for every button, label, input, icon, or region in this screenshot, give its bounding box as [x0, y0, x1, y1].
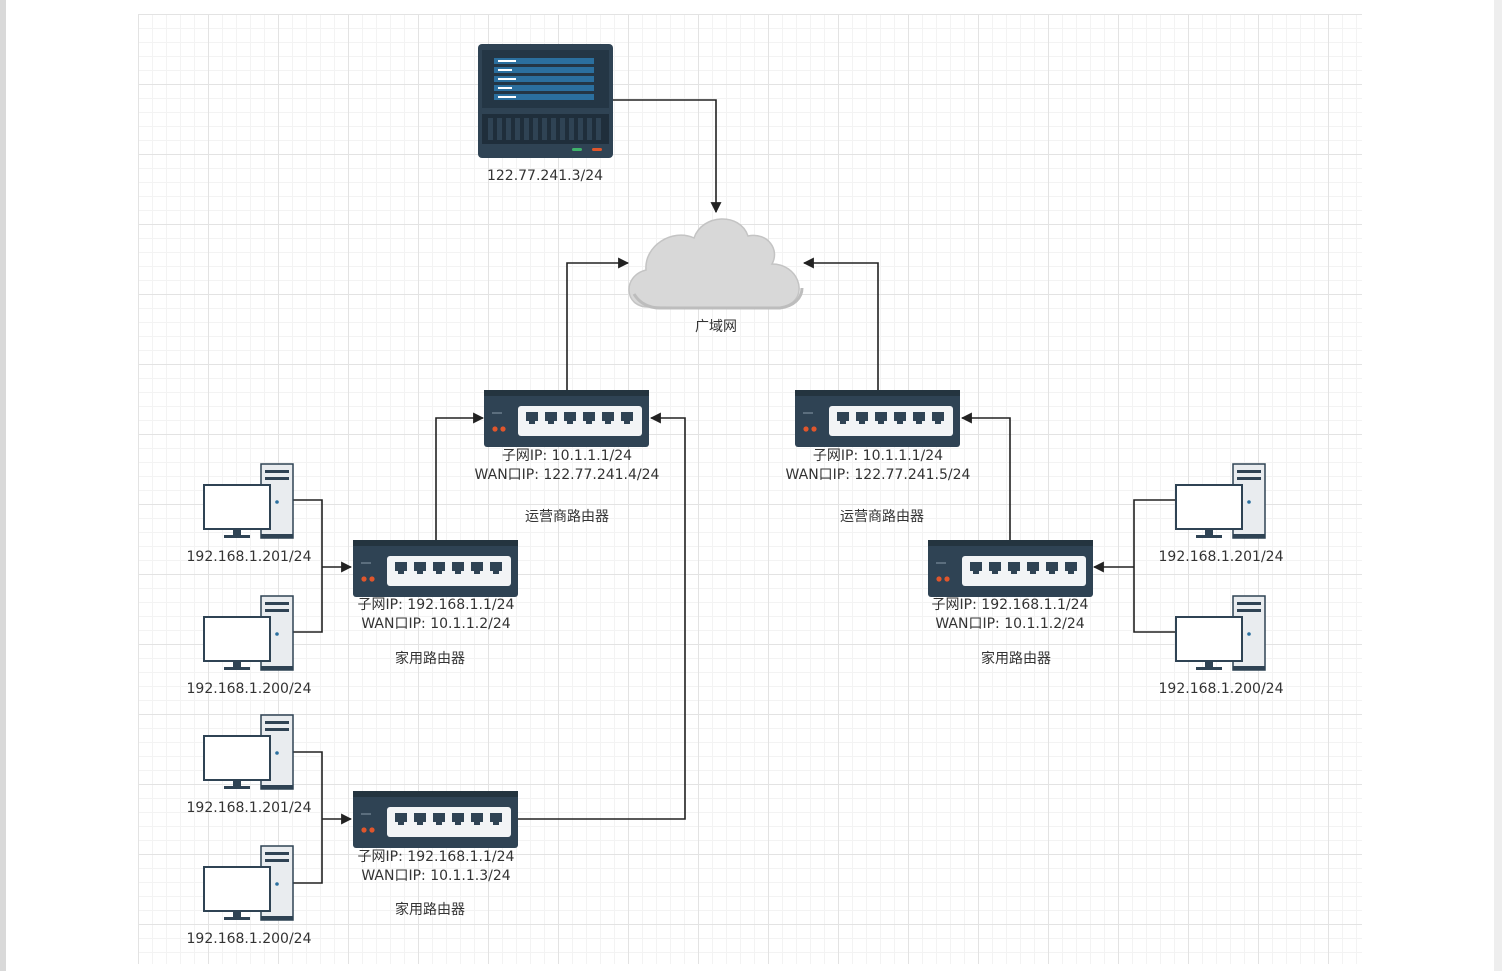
pcs-r-to-home-right-connector: [1133, 499, 1176, 633]
isp-left-subnet-label: 子网IP: 10.1.1.1/24: [501, 448, 633, 464]
home-left-top-wan-label: WAN口IP: 10.1.1.2/24: [361, 616, 511, 632]
home-left-bottom-subnet-label: 子网IP: 192.168.1.1/24: [357, 849, 515, 865]
isp-right-to-cloud-connector: [802, 257, 879, 390]
home-router-left-bottom-icon[interactable]: [353, 791, 518, 848]
pc-lt1-ip-label: 192.168.1.201/24: [186, 549, 312, 565]
home-right-to-isp-right-connector: [960, 412, 1011, 540]
pc-lt2-ip-label: 192.168.1.200/24: [186, 681, 312, 697]
server-icon[interactable]: [478, 44, 613, 158]
isp-left-to-cloud-connector: [566, 257, 630, 390]
home-left-top-name-label: 家用路由器: [395, 651, 465, 667]
isp-right-name-label: 运营商路由器: [840, 509, 924, 525]
pc-lb2-icon[interactable]: [203, 845, 294, 921]
pc-lb2-ip-label: 192.168.1.200/24: [186, 931, 312, 947]
home-right-subnet-label: 子网IP: 192.168.1.1/24: [931, 597, 1089, 613]
pcs-lb-to-home-left-bottom-connector: [293, 751, 323, 884]
home-left-top-subnet-label: 子网IP: 192.168.1.1/24: [357, 597, 515, 613]
pc-lb1-icon[interactable]: [203, 714, 294, 790]
pc-lt2-icon[interactable]: [203, 595, 294, 671]
pc-lb1-ip-label: 192.168.1.201/24: [186, 800, 312, 816]
home-right-wan-label: WAN口IP: 10.1.1.2/24: [935, 616, 1085, 632]
home-left-bottom-name-label: 家用路由器: [395, 902, 465, 918]
home-right-name-label: 家用路由器: [981, 651, 1051, 667]
diagram-canvas[interactable]: [138, 14, 1362, 964]
window-right-border: [1494, 0, 1502, 971]
home-router-right-icon[interactable]: [928, 540, 1093, 597]
pc-r2-ip-label: 192.168.1.200/24: [1158, 681, 1284, 697]
cloud-label: 广域网: [695, 319, 737, 335]
pcs-lt-to-home-left-top-connector: [293, 499, 323, 633]
pc-r2-icon[interactable]: [1175, 595, 1266, 671]
home-left-bottom-to-isp-left-connector: [518, 412, 686, 820]
pc-lt1-icon[interactable]: [203, 463, 294, 539]
isp-router-right-icon[interactable]: [795, 390, 960, 447]
pc-r1-icon[interactable]: [1175, 463, 1266, 539]
home-left-bottom-wan-label: WAN口IP: 10.1.1.3/24: [361, 868, 511, 884]
home-left-top-to-isp-left-connector: [435, 412, 485, 540]
home-router-left-top-icon[interactable]: [353, 540, 518, 597]
server-ip-label: 122.77.241.3/24: [486, 168, 604, 184]
cloud-icon[interactable]: [628, 218, 804, 310]
isp-left-name-label: 运营商路由器: [525, 509, 609, 525]
isp-right-wan-label: WAN口IP: 122.77.241.5/24: [785, 467, 971, 483]
window-left-border: [0, 0, 6, 971]
isp-left-wan-label: WAN口IP: 122.77.241.4/24: [474, 467, 660, 483]
isp-right-subnet-label: 子网IP: 10.1.1.1/24: [812, 448, 944, 464]
pc-r1-ip-label: 192.168.1.201/24: [1158, 549, 1284, 565]
server-to-cloud-connector: [613, 99, 722, 214]
isp-router-left-icon[interactable]: [484, 390, 649, 447]
